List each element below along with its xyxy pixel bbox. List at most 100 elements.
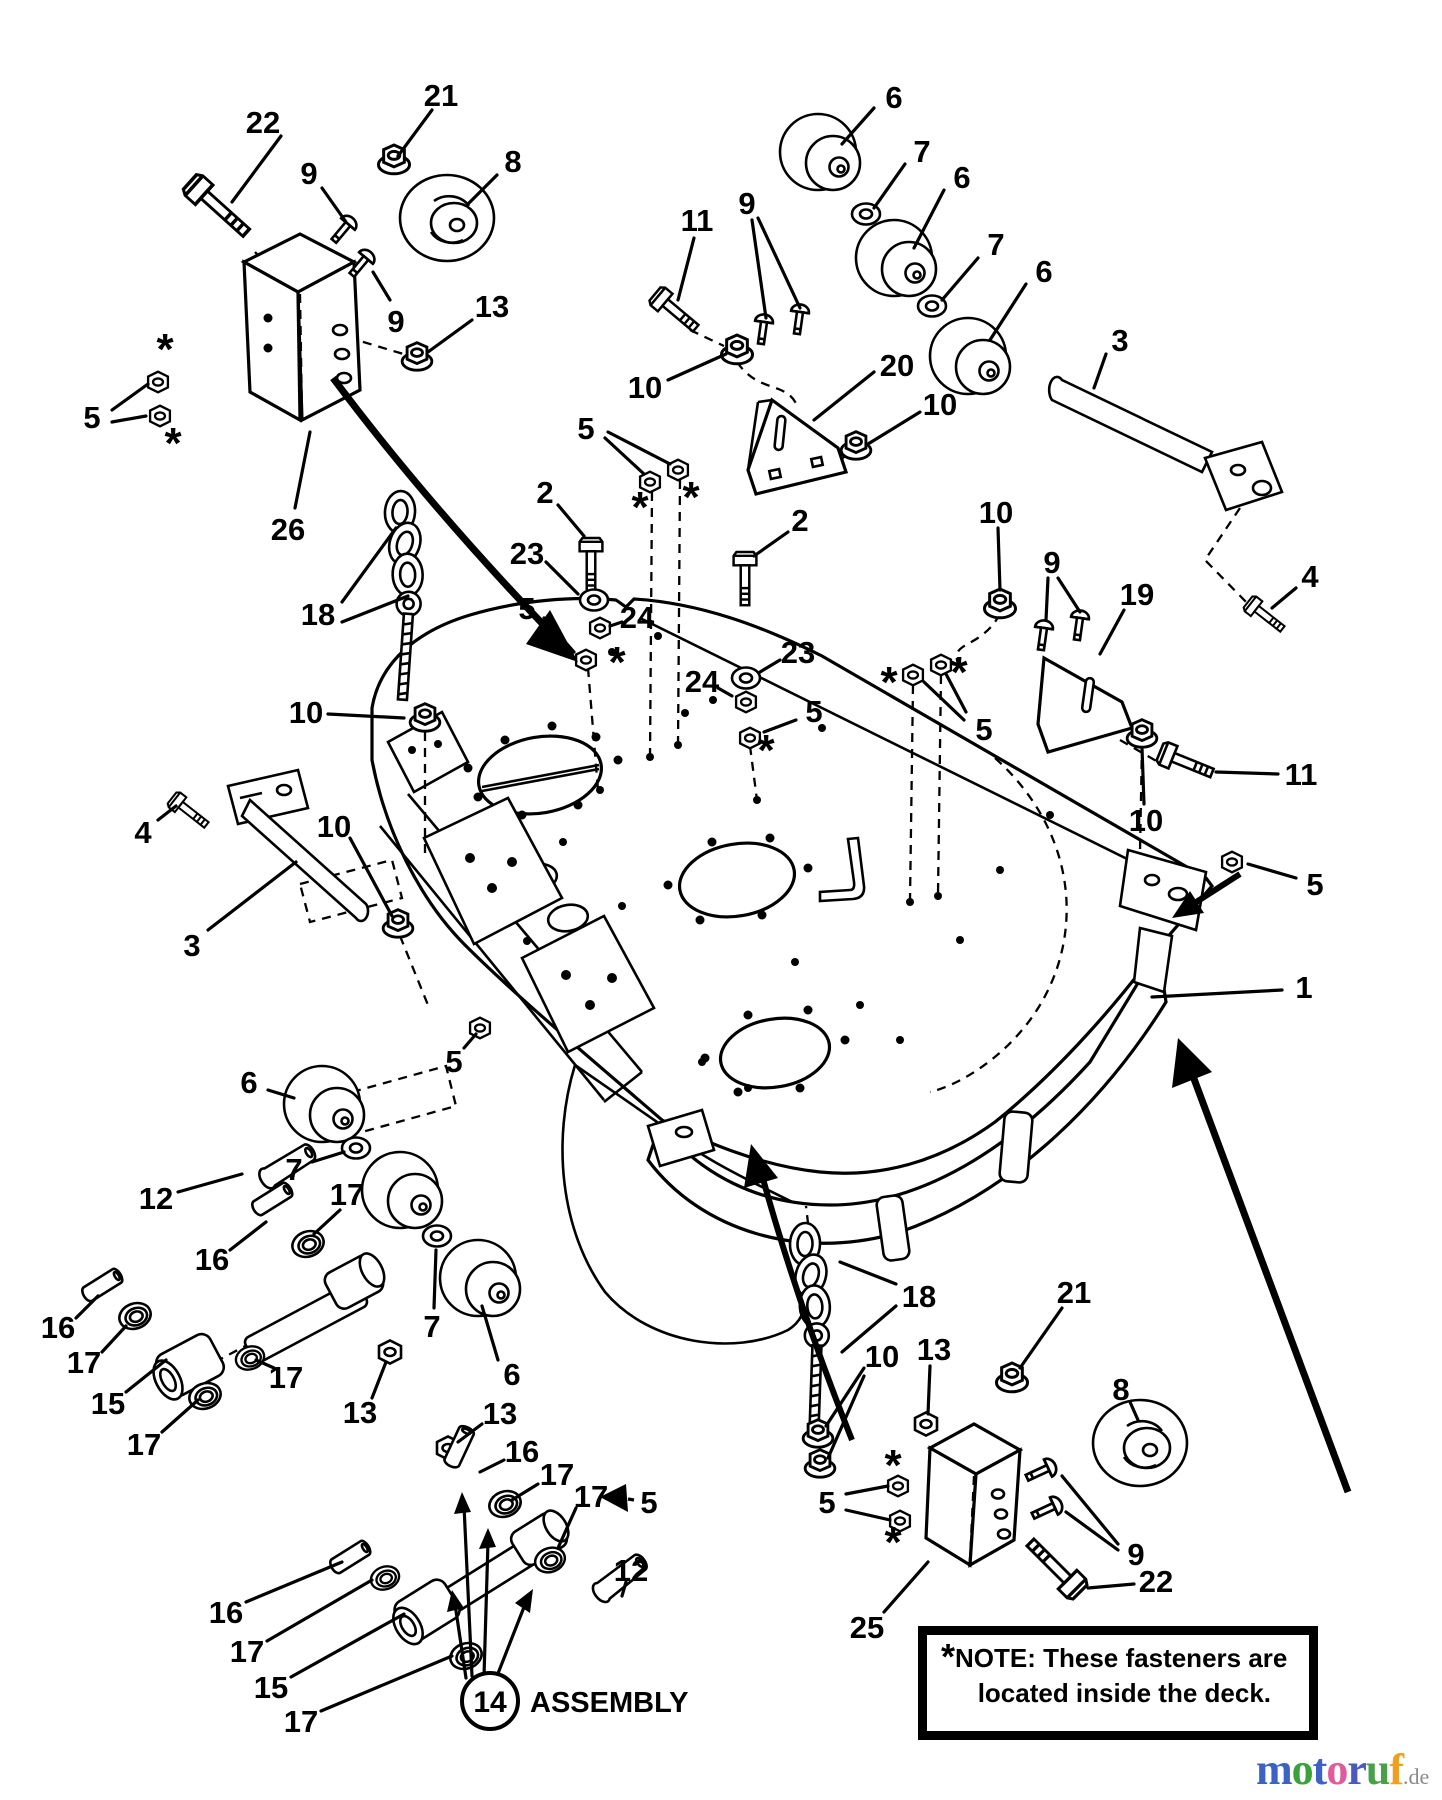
leader-line-22: [1086, 1582, 1136, 1590]
watermark-letter: m: [1256, 1745, 1293, 1794]
callout-5-68: 5: [640, 1485, 657, 1520]
callout-6-63: 6: [503, 1357, 520, 1392]
callout-10-19: 10: [923, 387, 957, 422]
leader-line-25: [882, 1560, 930, 1614]
callout-7-34: 7: [913, 134, 930, 169]
callout-17-67: 17: [574, 1479, 608, 1514]
leader-line-16: [228, 1220, 268, 1252]
watermark-letter: t: [1312, 1745, 1328, 1794]
spacer-16-d: [326, 1537, 374, 1577]
deck-right-bracket: [875, 848, 1208, 1262]
bracket-25: [924, 1422, 1024, 1568]
callout-21-1: 21: [424, 78, 458, 113]
callout-17-66: 17: [540, 1457, 574, 1492]
leader-line-11: [676, 236, 696, 302]
bushing-17-a: [287, 1225, 329, 1263]
spacer-16-b: [78, 1265, 126, 1305]
callout-5-79: 5: [818, 1485, 835, 1520]
callout-12-53: 12: [139, 1181, 173, 1216]
callout-asterisk-32: *: [757, 726, 775, 775]
callout-asterisk-47: *: [950, 648, 968, 697]
nut-10-left-chain: [408, 702, 442, 733]
callout-16-54: 16: [195, 1242, 229, 1277]
callout-asterisk-22: *: [682, 473, 700, 522]
washer-7-c: [340, 1136, 372, 1160]
leader-line-17: [556, 1506, 578, 1550]
deck-left-brackets: [378, 710, 716, 1168]
note-line2: located inside the deck.: [977, 1678, 1271, 1709]
leader-line-24: [608, 620, 624, 628]
nut-10-left-rod: [381, 908, 415, 939]
leader-line-5: [844, 1484, 890, 1496]
bolt-11-top: [646, 284, 705, 339]
roller-6-f: [438, 1238, 522, 1318]
leader-line-10: [996, 526, 1002, 592]
bolt-4-left: [165, 789, 214, 834]
callout-24-25: 24: [620, 600, 655, 635]
roller-6-d: [282, 1064, 366, 1144]
leader-line-6: [480, 1304, 500, 1362]
leader-line-13: [926, 1364, 932, 1416]
nut-5-deck-a: [901, 663, 925, 687]
leader-line-17: [312, 1208, 342, 1236]
callout-12-69: 12: [614, 1553, 648, 1588]
watermark-word: motoruf: [1256, 1745, 1404, 1794]
leader-line-17: [160, 1398, 200, 1434]
leader-line-10: [824, 1366, 866, 1428]
leader-line-5: [110, 414, 148, 424]
leader-line-6: [988, 282, 1028, 342]
leader-line-8: [1128, 1400, 1140, 1422]
roller-6-e: [360, 1150, 444, 1230]
leader-line-12: [176, 1172, 244, 1194]
bushing-17-h: [366, 1561, 404, 1595]
callout-20-18: 20: [880, 348, 914, 383]
leader-line-18: [838, 1260, 898, 1286]
watermark-letter: r: [1347, 1745, 1367, 1794]
leader-line-17: [254, 1358, 276, 1370]
leader-line-3: [206, 860, 298, 932]
bolt-9-right-a: [1030, 618, 1056, 653]
callout-10-14: 10: [317, 809, 351, 844]
bolt-9-bottom-a: [1021, 1454, 1061, 1488]
leader-line-10: [348, 836, 394, 918]
flow-arrows: [330, 375, 1352, 1512]
washer-7-d: [421, 1224, 453, 1248]
callout-13-61: 13: [343, 1395, 377, 1430]
callout-17-55: 17: [330, 1177, 364, 1212]
callout-4-39: 4: [1301, 559, 1319, 594]
leader-line-5: [110, 382, 150, 412]
leader-line-2: [556, 503, 586, 538]
nut-10-right-a: [982, 587, 1018, 620]
callout-17-59: 17: [127, 1427, 161, 1462]
leader-line-7: [940, 256, 980, 302]
callout-23-24: 23: [510, 536, 544, 571]
leader-line-5: [462, 1032, 478, 1050]
callout-13-5: 13: [475, 289, 509, 324]
callout-26-9: 26: [271, 512, 305, 547]
roller-6-a: [778, 112, 862, 192]
leader-line-16: [74, 1294, 100, 1320]
leader-line-5: [944, 672, 968, 714]
callout-6-33: 6: [885, 80, 902, 115]
callout-5-31: 5: [805, 694, 822, 729]
bracket-19: [1036, 655, 1135, 754]
callout-asterisk-81: *: [884, 1518, 902, 1567]
callout-8-3: 8: [504, 144, 521, 179]
assembly-balloon-number: 14: [473, 1686, 507, 1719]
bolt-9-right-b: [1066, 608, 1092, 643]
callout-22-0: 22: [246, 105, 280, 140]
callout-13-62: 13: [483, 1396, 517, 1431]
bolt-9-mid-a: [750, 312, 776, 347]
leader-line-6: [912, 188, 946, 250]
callout-3-38: 3: [1111, 323, 1128, 358]
mower-deck: [298, 596, 1215, 1345]
callout-3-13: 3: [183, 928, 200, 963]
leader-line-21: [396, 108, 434, 158]
leader-line-17: [510, 1482, 540, 1502]
leader-line-5: [606, 430, 672, 466]
leader-line-16: [478, 1458, 506, 1474]
bolt-11-right: [1154, 739, 1218, 786]
callout-21-77: 21: [1057, 1275, 1091, 1310]
leader-line-16: [244, 1560, 344, 1604]
